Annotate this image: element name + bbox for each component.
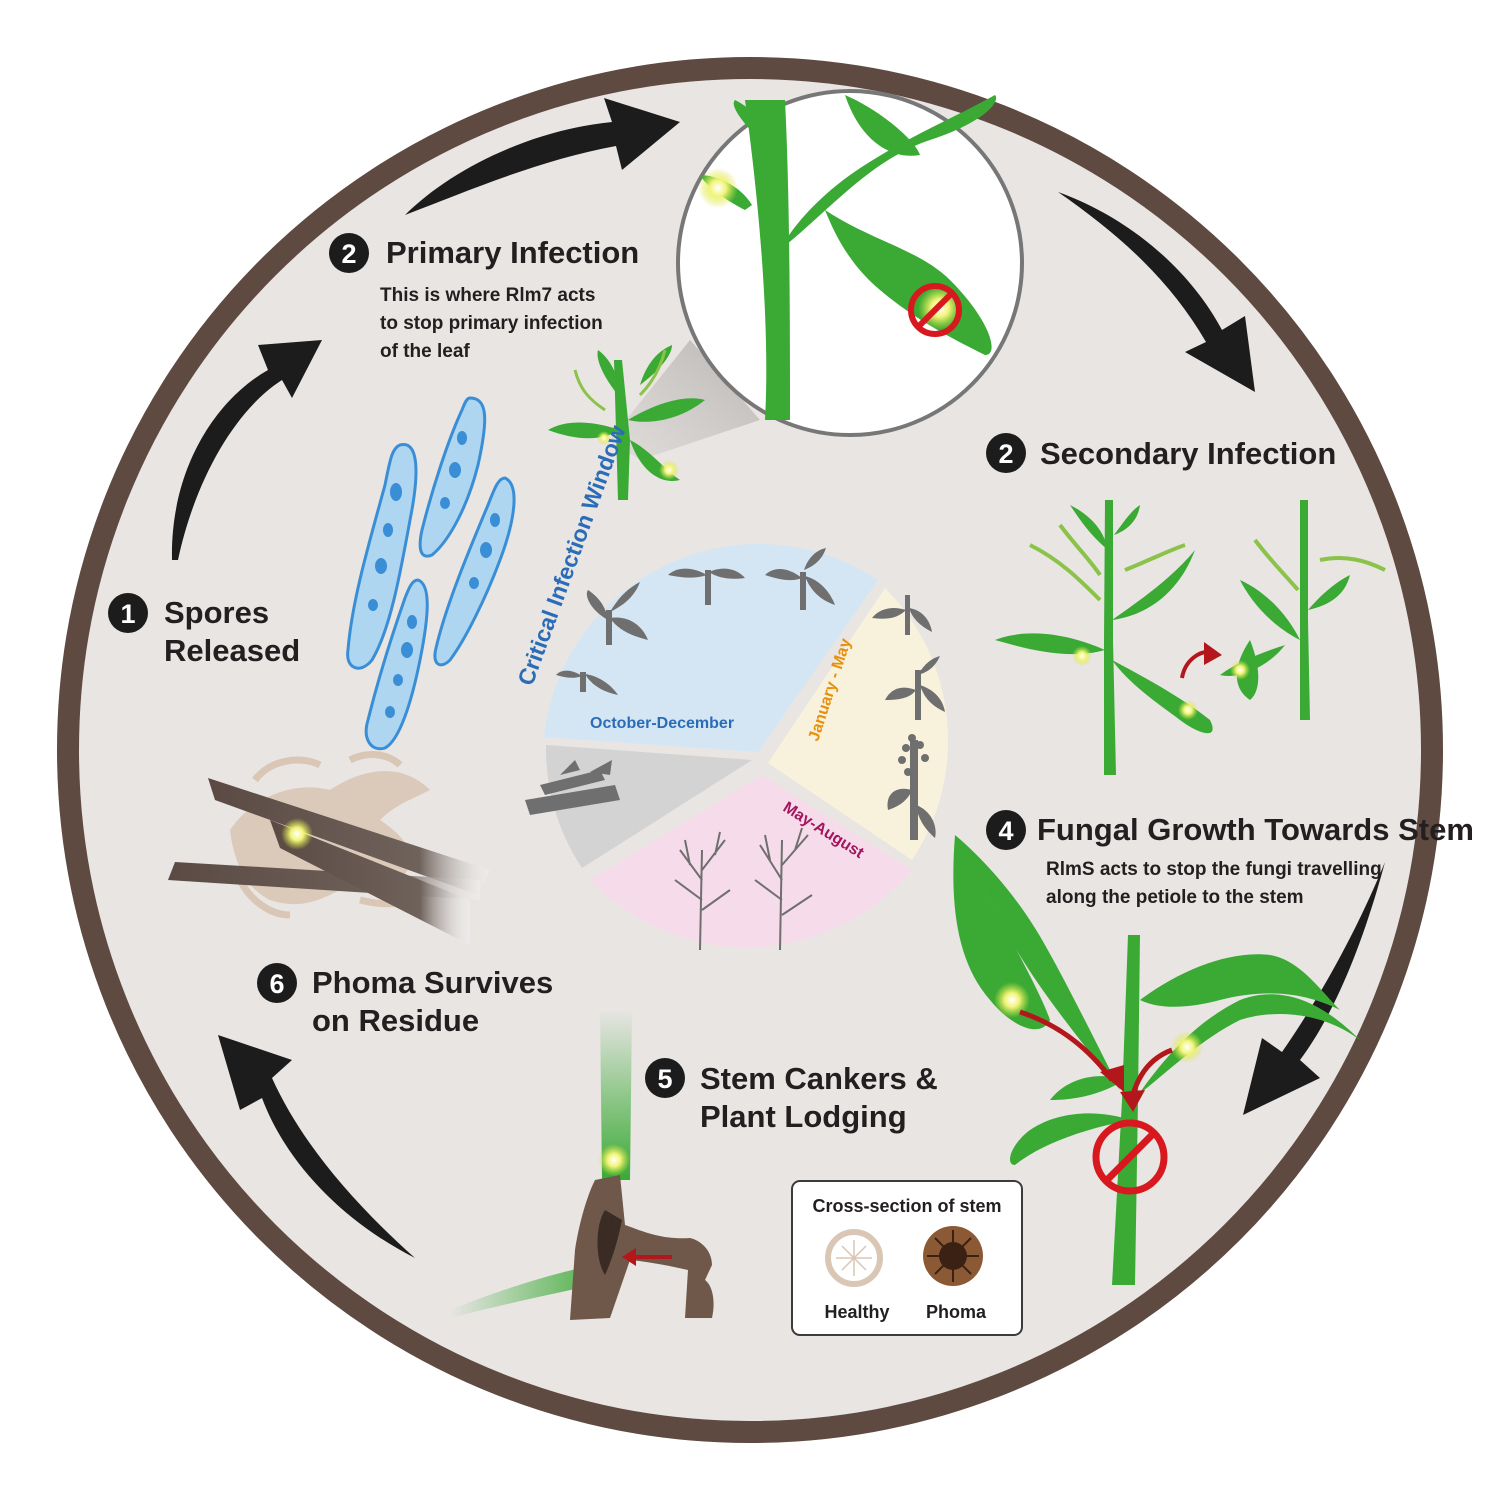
spore-icon	[368, 431, 500, 718]
stem-cross-section-icon	[923, 1226, 983, 1286]
infection-spot-icon	[597, 431, 611, 445]
step-spores-released: 1 Spores Released	[108, 593, 300, 668]
stubble-icon	[168, 751, 490, 945]
step-number: 1	[120, 599, 135, 629]
stem-cross-section-icon	[825, 1229, 883, 1287]
cycle-arrow-icon	[171, 340, 322, 560]
step-note: This is where Rlm7 acts	[380, 285, 595, 306]
stop-sign-icon	[908, 283, 962, 337]
step-secondary-infection: 2 Secondary Infection	[986, 433, 1336, 473]
step-title: on Residue	[312, 1003, 479, 1038]
infection-spot-icon	[598, 1144, 630, 1176]
step-number: 2	[998, 439, 1013, 469]
step-badge	[645, 1058, 685, 1098]
stubble-icon	[525, 760, 620, 815]
infection-spot-icon	[1178, 700, 1198, 720]
step-badge	[329, 233, 369, 273]
step-note: RlmS acts to stop the fungi travelling	[1046, 859, 1382, 880]
step-title: Phoma Survives	[312, 965, 553, 1000]
step-note: of the leaf	[380, 341, 470, 362]
step-number: 4	[998, 816, 1013, 846]
step-title: Released	[164, 633, 300, 668]
step-number: 5	[657, 1064, 672, 1094]
segment-label-oct-dec: October-December	[590, 715, 734, 732]
legend-title: Cross-section of stem	[812, 1196, 1001, 1216]
step-title: Fungal Growth Towards Stem	[1037, 812, 1474, 847]
step-primary-infection: 2 Primary Infection This is where Rlm7 a…	[329, 233, 639, 362]
stop-sign-icon	[1092, 1119, 1168, 1195]
infection-spot-icon	[1230, 660, 1250, 680]
legend-healthy: Healthy	[824, 1302, 889, 1322]
step-title: Stem Cankers &	[700, 1061, 938, 1096]
plant-icon	[872, 595, 945, 840]
infection-spot-icon	[698, 168, 738, 208]
magnifier-icon	[610, 89, 1024, 460]
step-title: Plant Lodging	[700, 1099, 907, 1134]
step-badge	[257, 963, 297, 1003]
infection-spot-icon	[1171, 1031, 1203, 1063]
step-badge	[986, 810, 1026, 850]
step-note: along the petiole to the stem	[1046, 887, 1304, 908]
cross-section-legend: Cross-section of stem Healthy Phoma	[791, 1180, 1023, 1336]
step-number: 6	[269, 969, 284, 999]
step-note: to stop primary infection	[380, 313, 603, 334]
step-title: Primary Infection	[386, 235, 639, 270]
infection-spot-icon	[994, 982, 1030, 1018]
plant-icon	[674, 827, 813, 951]
infection-spot-icon	[1072, 646, 1092, 666]
step-stem-cankers: 5 Stem Cankers & Plant Lodging	[645, 1058, 938, 1134]
step-title: Secondary Infection	[1040, 436, 1336, 471]
step-title: Spores	[164, 595, 269, 630]
step-badge	[986, 433, 1026, 473]
cycle-arrow-icon	[405, 98, 680, 215]
cycle-arrow-icon	[1058, 192, 1255, 392]
plant-icon	[1029, 523, 1386, 602]
step-fungal-growth: 4 Fungal Growth Towards Stem RlmS acts t…	[986, 810, 1474, 908]
plant-icon	[953, 835, 1360, 1285]
plant-icon	[556, 548, 835, 695]
step-badge	[108, 593, 148, 633]
infection-spot-icon	[659, 460, 679, 480]
step-number: 2	[341, 239, 356, 269]
infection-spot-icon	[281, 818, 313, 850]
step-phoma-residue: 6 Phoma Survives on Residue	[257, 963, 553, 1038]
cycle-arrow-icon	[218, 1035, 415, 1258]
segment-may-aug	[590, 775, 912, 948]
legend-phoma: Phoma	[926, 1302, 987, 1322]
plant-icon	[450, 1010, 714, 1320]
cycle-arrow-icon	[1243, 862, 1385, 1115]
